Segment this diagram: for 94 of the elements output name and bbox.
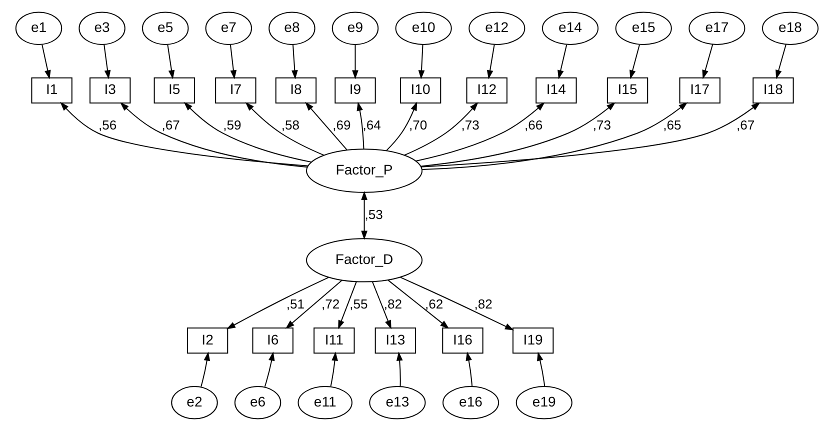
node-box: I7 bbox=[215, 77, 256, 104]
edge-label: ,53 bbox=[364, 206, 383, 222]
arrow bbox=[418, 44, 425, 80]
arrow bbox=[421, 102, 760, 168]
arrow bbox=[330, 352, 338, 386]
arrow bbox=[388, 280, 450, 329]
node-ellipse: e2 bbox=[171, 386, 218, 420]
arrow bbox=[352, 44, 358, 80]
arrow bbox=[230, 44, 237, 80]
node-ellipse: Factor_D bbox=[306, 238, 423, 282]
arrow bbox=[396, 352, 403, 386]
node-box: I11 bbox=[314, 328, 355, 354]
node-ellipse: e1 bbox=[15, 12, 62, 45]
edge-label: ,66 bbox=[524, 117, 543, 132]
arrow bbox=[702, 44, 714, 80]
node-box: I3 bbox=[90, 77, 131, 104]
node-ellipse: e18 bbox=[762, 12, 819, 45]
arrow bbox=[421, 102, 616, 167]
edge-label: ,69 bbox=[332, 117, 351, 132]
node-ellipse: e14 bbox=[542, 12, 599, 45]
arrow bbox=[305, 102, 348, 150]
edge-label: ,65 bbox=[663, 117, 682, 132]
node-ellipse: e11 bbox=[298, 386, 352, 420]
arrow bbox=[226, 276, 329, 330]
arrow bbox=[338, 282, 357, 330]
arrow bbox=[200, 352, 210, 387]
edge-label: ,56 bbox=[98, 117, 117, 132]
node-box: I18 bbox=[752, 77, 794, 104]
node-box: I5 bbox=[154, 77, 195, 104]
node-box: I13 bbox=[374, 328, 416, 354]
node-box: I19 bbox=[512, 328, 554, 354]
arrow bbox=[167, 44, 175, 80]
arrow bbox=[104, 44, 111, 80]
node-box: I6 bbox=[252, 328, 294, 354]
arrow bbox=[537, 352, 546, 386]
node-ellipse: e6 bbox=[234, 386, 282, 420]
edge-label: ,51 bbox=[286, 296, 305, 312]
edge-label: ,67 bbox=[162, 117, 180, 132]
arrow bbox=[372, 282, 392, 330]
arrow bbox=[386, 102, 418, 151]
arrow bbox=[486, 44, 495, 80]
node-box: I15 bbox=[606, 77, 648, 104]
node-ellipse: e3 bbox=[78, 12, 126, 45]
arrow bbox=[42, 44, 51, 80]
node-box: I2 bbox=[186, 328, 228, 354]
node-ellipse: e10 bbox=[395, 12, 452, 45]
edge-label: ,82 bbox=[474, 296, 492, 312]
arrow bbox=[558, 44, 568, 80]
node-box: I16 bbox=[442, 328, 484, 354]
arrow bbox=[361, 190, 368, 240]
node-ellipse: Factor_P bbox=[306, 148, 423, 193]
arrow bbox=[120, 102, 308, 168]
node-box: I12 bbox=[466, 77, 508, 104]
edge-label: ,72 bbox=[322, 296, 340, 312]
edge-label: ,64 bbox=[362, 117, 381, 132]
arrow bbox=[184, 102, 312, 163]
edge-label: ,58 bbox=[281, 117, 300, 132]
edge-label: ,62 bbox=[425, 296, 444, 312]
node-box: I14 bbox=[536, 77, 577, 104]
arrow bbox=[356, 102, 364, 149]
node-box: I9 bbox=[334, 77, 376, 104]
arrow bbox=[404, 102, 478, 156]
node-ellipse: e5 bbox=[142, 12, 189, 45]
node-ellipse: e9 bbox=[332, 12, 379, 45]
arrow bbox=[630, 44, 640, 80]
node-ellipse: e12 bbox=[468, 12, 526, 45]
node-ellipse: e19 bbox=[516, 386, 572, 420]
node-box: I8 bbox=[275, 77, 317, 104]
edge-label: ,59 bbox=[223, 117, 242, 132]
node-ellipse: e13 bbox=[369, 386, 426, 420]
node-ellipse: e7 bbox=[205, 12, 252, 45]
edge-label: ,73 bbox=[592, 117, 611, 132]
arrow bbox=[292, 44, 298, 80]
arrow bbox=[466, 352, 473, 386]
arrow bbox=[60, 102, 308, 166]
edge-label: ,55 bbox=[350, 296, 368, 312]
node-ellipse: e16 bbox=[442, 386, 500, 420]
arrow bbox=[264, 352, 275, 387]
arrow bbox=[422, 102, 688, 170]
edge-label: ,67 bbox=[736, 117, 755, 132]
node-ellipse: e15 bbox=[615, 12, 672, 45]
edge-label: ,70 bbox=[408, 117, 428, 132]
arrow bbox=[245, 102, 324, 156]
node-ellipse: e8 bbox=[268, 12, 316, 45]
node-ellipse: e17 bbox=[688, 12, 746, 45]
arrow bbox=[400, 276, 514, 330]
node-box: I10 bbox=[400, 77, 442, 104]
edge-label: ,82 bbox=[384, 296, 402, 312]
edge-label: ,73 bbox=[461, 117, 480, 132]
arrow bbox=[416, 102, 545, 162]
node-box: I17 bbox=[679, 77, 720, 104]
node-box: I1 bbox=[31, 77, 72, 104]
arrow bbox=[285, 280, 342, 329]
arrow bbox=[776, 44, 786, 80]
